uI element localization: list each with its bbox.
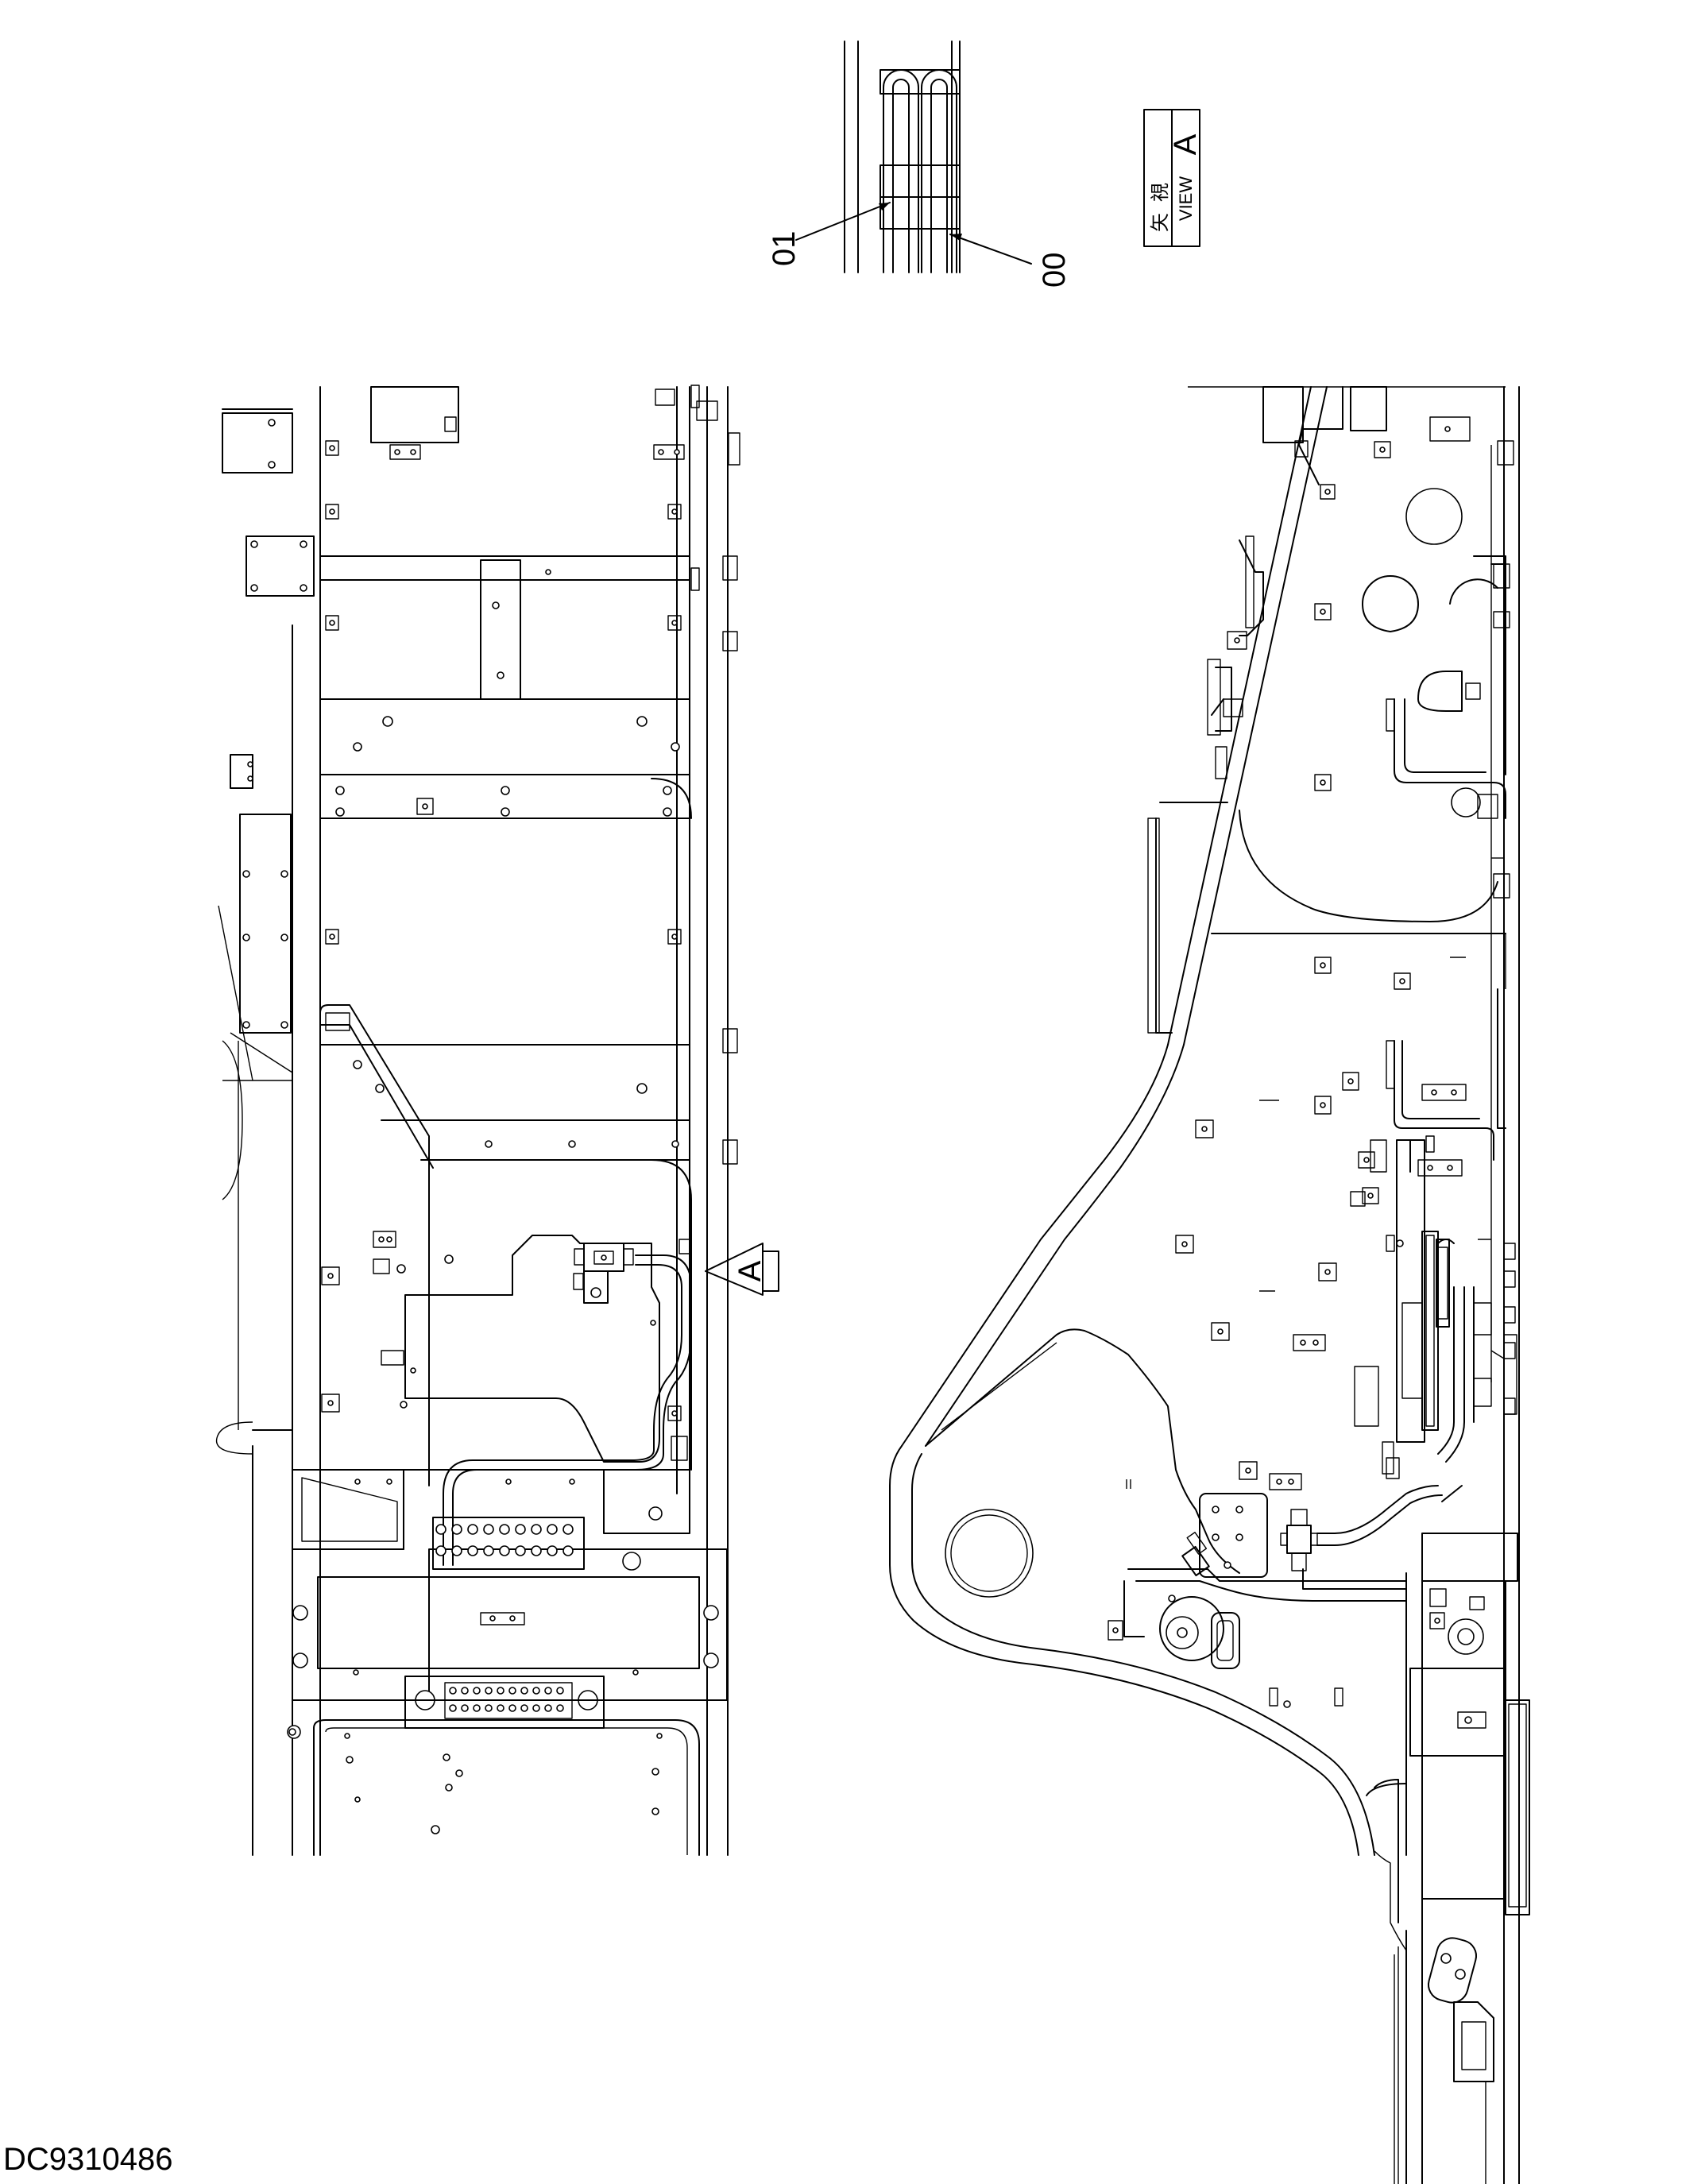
callout-00: 00 bbox=[1037, 253, 1072, 288]
view-a-label-box: A 矢 視 VIEW bbox=[1143, 109, 1203, 247]
view-kanji-1: 矢 bbox=[1150, 213, 1171, 232]
view-text: VIEW bbox=[1176, 176, 1196, 221]
hose-detail: 01 00 bbox=[767, 41, 1072, 288]
view-kanji-2: 視 bbox=[1150, 183, 1171, 202]
bolt-array-top bbox=[432, 1517, 585, 1570]
view-a-arrow: A bbox=[705, 1243, 779, 1296]
bolt-array-bottom bbox=[404, 1676, 605, 1729]
document-code: DC9310486 bbox=[3, 2142, 173, 2177]
left-frame-view: A bbox=[215, 385, 779, 1856]
right-boom-view bbox=[889, 386, 1530, 2184]
view-letter: A bbox=[1168, 133, 1203, 155]
rail-studs bbox=[325, 385, 738, 1421]
view-marker-letter: A bbox=[733, 1260, 767, 1281]
callout-01: 01 bbox=[767, 231, 802, 267]
